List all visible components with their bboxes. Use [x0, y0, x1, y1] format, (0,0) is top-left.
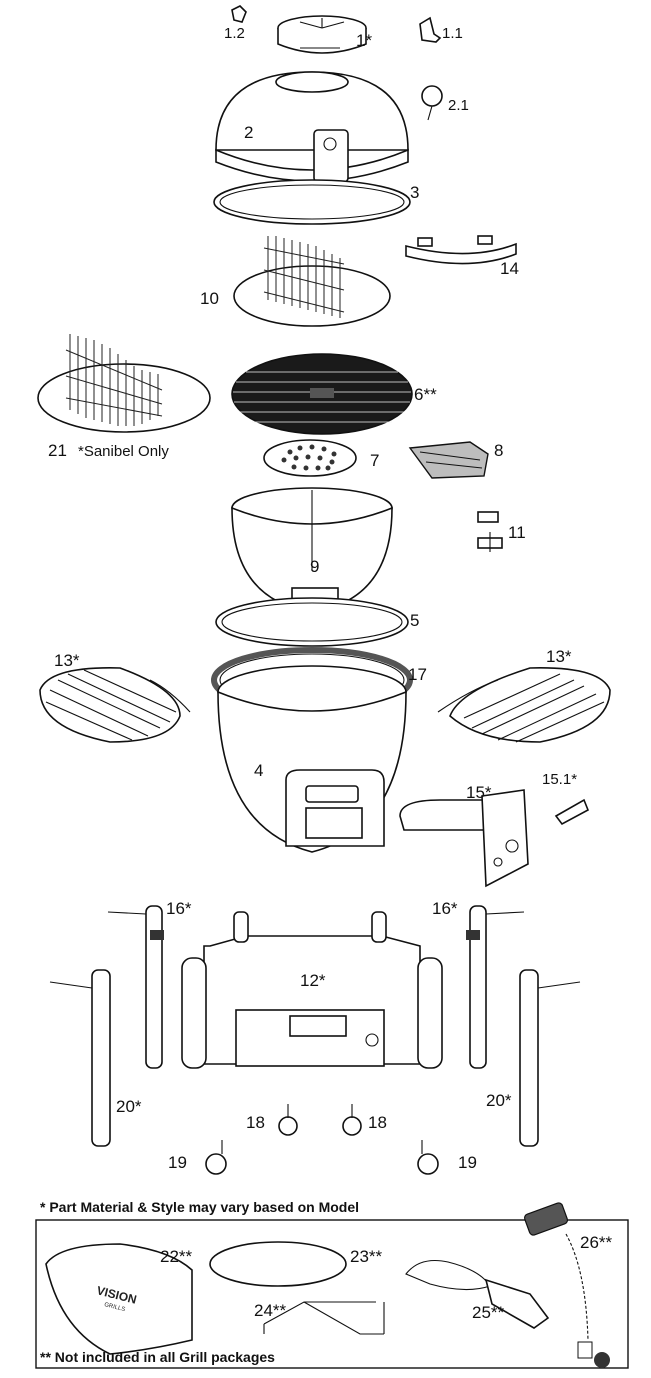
label-2.1: 2.1 [448, 97, 469, 114]
caster-19-right-part [417, 1140, 439, 1175]
handle-part [405, 235, 517, 265]
base-part [217, 665, 407, 853]
grill-cover-part: VISION GRILLS [45, 1243, 193, 1355]
thermometer-part [421, 85, 443, 121]
ash-plate-part [554, 798, 590, 826]
label-2: 2 [244, 123, 253, 142]
label-13-right: 13* [546, 647, 572, 666]
caster-18-right-part [342, 1104, 362, 1136]
label-19-right: 19 [458, 1153, 477, 1172]
label-21: 21 [48, 441, 67, 460]
leg-left-16-part [107, 905, 164, 1069]
accessories-box [35, 1219, 629, 1369]
vent-handle-part [419, 16, 442, 43]
leg-right-16-part [466, 905, 525, 1069]
ash-drawer-part [399, 789, 529, 888]
fire-ring-part [215, 597, 409, 647]
label-5: 5 [410, 611, 419, 630]
leg-right-20-part [519, 969, 581, 1147]
label-15: 15* [466, 783, 492, 802]
label-7: 7 [370, 451, 379, 470]
stone-rack-part [263, 1301, 385, 1335]
material-note: * Part Material & Style may vary based o… [40, 1199, 359, 1215]
top-vent-part [277, 15, 367, 54]
label-15.1: 15.1* [542, 771, 577, 788]
warming-rack-part [233, 236, 391, 327]
label-18-left: 18 [246, 1113, 265, 1132]
caster-18-left-part [278, 1104, 298, 1136]
label-24: 24** [254, 1301, 287, 1320]
cart-frame-part [181, 911, 443, 1069]
label-16-right: 16* [432, 899, 458, 918]
label-25: 25** [472, 1303, 505, 1322]
label-3: 3 [410, 183, 419, 202]
package-note: ** Not included in all Grill packages [40, 1349, 275, 1365]
ash-tool-part [408, 441, 489, 479]
cooking-grate-part [231, 353, 413, 435]
sanibel-note: *Sanibel Only [78, 443, 169, 460]
side-shelf-left-part [39, 667, 191, 743]
leg-left-20-part [49, 969, 111, 1147]
label-1: 1* [356, 31, 372, 50]
gasket-ring-part [213, 179, 411, 225]
cover-sub-text: GRILLS [104, 1302, 126, 1313]
label-22: 22** [160, 1247, 193, 1266]
label-6: 6** [414, 385, 437, 404]
label-19-left: 19 [168, 1153, 187, 1172]
label-20-left: 20* [116, 1097, 142, 1116]
label-1.1: 1.1 [442, 25, 463, 42]
label-12: 12* [300, 971, 326, 990]
label-14: 14 [500, 259, 519, 278]
label-26: 26** [580, 1233, 613, 1252]
vent-small-part [231, 5, 247, 23]
label-18-right: 18 [368, 1113, 387, 1132]
sanibel-rack-part [37, 334, 211, 433]
label-20-right: 20* [486, 1091, 512, 1110]
label-10: 10 [200, 289, 219, 308]
side-shelf-right-part [437, 667, 611, 743]
pizza-stone-part [209, 1241, 347, 1287]
label-4: 4 [254, 761, 263, 780]
tool-part [405, 1259, 550, 1329]
charcoal-grate-part [263, 439, 357, 477]
label-1.2: 1.2 [224, 25, 245, 42]
heating-element-part [523, 1202, 610, 1368]
hinge-bracket-part [477, 511, 503, 552]
label-11: 11 [508, 523, 526, 542]
label-9: 9 [310, 557, 319, 576]
dome-lid-part [215, 71, 409, 183]
label-13-left: 13* [54, 651, 80, 670]
label-23: 23** [350, 1247, 383, 1266]
label-16-left: 16* [166, 899, 192, 918]
caster-19-left-part [205, 1140, 227, 1175]
label-17: 17 [408, 665, 427, 684]
label-8: 8 [494, 441, 503, 460]
